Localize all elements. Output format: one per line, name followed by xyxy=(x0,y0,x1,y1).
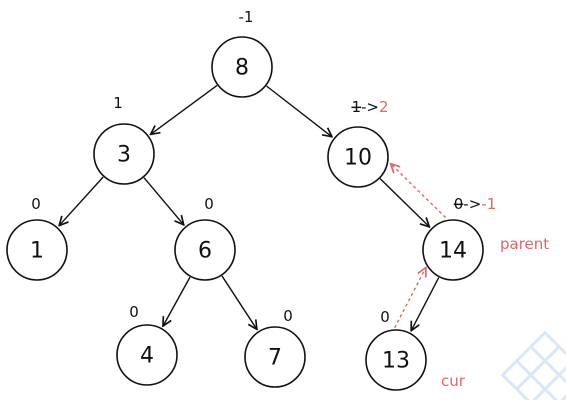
change-arrow: -> xyxy=(361,98,379,116)
node-value: 7 xyxy=(268,346,282,371)
new-balance-factor: 2 xyxy=(379,98,389,116)
balance-factor-13: 0 xyxy=(380,308,390,326)
edge-n3-n1 xyxy=(59,176,104,226)
trace-arrow-n14-n10 xyxy=(391,164,447,219)
tree-node-7: 7 xyxy=(244,326,306,388)
tree-node-4: 4 xyxy=(116,324,178,386)
edge-n8-n3 xyxy=(151,84,218,134)
node-value: 10 xyxy=(344,146,372,171)
node-circle xyxy=(174,219,236,281)
tree-node-6: 6 xyxy=(174,219,236,281)
balance-factor-change-14: 0->-1 xyxy=(454,195,497,213)
trace-arrow-n13-n14 xyxy=(394,267,426,329)
update-path-arrows xyxy=(391,164,447,329)
balance-factor-6: 0 xyxy=(204,195,214,213)
edge-n8-n10 xyxy=(266,85,331,137)
node-value: 1 xyxy=(30,239,44,264)
edge-n3-n6 xyxy=(143,177,184,225)
node-value: 3 xyxy=(117,143,131,168)
node-circle xyxy=(327,126,389,188)
edge-n14-n13 xyxy=(411,277,440,331)
new-balance-factor: -1 xyxy=(481,195,496,213)
node-value: 14 xyxy=(439,239,467,264)
balance-factor-8: -1 xyxy=(239,8,254,26)
node-value: 8 xyxy=(235,56,249,81)
tree-node-1: 1 xyxy=(6,219,68,281)
balance-factor-3: 1 xyxy=(113,94,123,112)
balance-factor-1: 0 xyxy=(31,195,41,213)
balance-factor-4: 0 xyxy=(129,303,139,321)
node-value: 4 xyxy=(140,344,154,369)
node-circle xyxy=(211,36,273,98)
node-circle xyxy=(6,219,68,281)
tree-edges xyxy=(59,84,440,331)
tree-node-3: 3 xyxy=(93,123,155,185)
node-circle xyxy=(365,329,427,391)
balance-factor-change-10: 1->2 xyxy=(351,98,388,116)
change-arrow: -> xyxy=(463,195,481,213)
parent-label: parent xyxy=(500,235,549,253)
cur-label: cur xyxy=(441,372,466,390)
tree-node-10: 10 xyxy=(327,126,389,188)
node-circle xyxy=(422,219,484,281)
edge-n10-n14 xyxy=(379,178,429,227)
node-circle xyxy=(93,123,155,185)
old-balance-factor: 1 xyxy=(351,98,361,116)
node-circle xyxy=(244,326,306,388)
tree-node-14: 14 xyxy=(422,219,484,281)
balance-factor-7: 0 xyxy=(283,307,293,325)
node-value: 13 xyxy=(382,349,410,374)
watermark-icon xyxy=(500,330,566,400)
edge-n6-n7 xyxy=(221,275,257,329)
edge-n6-n4 xyxy=(163,276,191,326)
old-balance-factor: 0 xyxy=(454,195,464,213)
node-value: 6 xyxy=(198,239,212,264)
tree-node-8: 8 xyxy=(211,36,273,98)
node-circle xyxy=(116,324,178,386)
tree-node-13: 13 xyxy=(365,329,427,391)
